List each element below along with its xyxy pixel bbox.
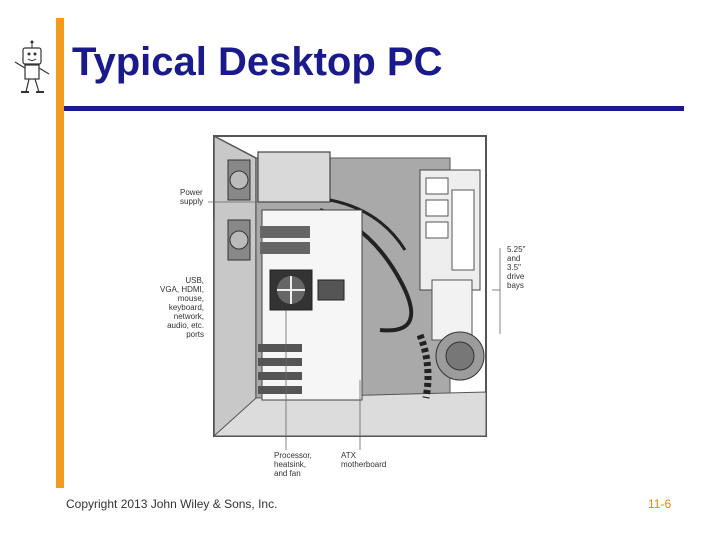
label-motherboard: ATX motherboard [341,452,386,470]
slide-title: Typical Desktop PC [72,40,442,85]
cartoon-mascot-icon [12,40,52,96]
label-ports: USB, VGA, HDMI, mouse, keyboard, network… [158,277,204,340]
page-number: 11-6 [648,497,671,511]
label-drive-bays: 5.25" and 3.5" drive bays [507,246,525,291]
label-processor: Processor, heatsink, and fan [274,452,312,479]
title-underline [64,106,684,111]
copyright-footer: Copyright 2013 John Wiley & Sons, Inc. [66,497,277,511]
label-power-supply: Power supply [180,189,203,207]
desktop-pc-diagram [170,130,540,486]
accent-vertical-bar [56,18,64,488]
